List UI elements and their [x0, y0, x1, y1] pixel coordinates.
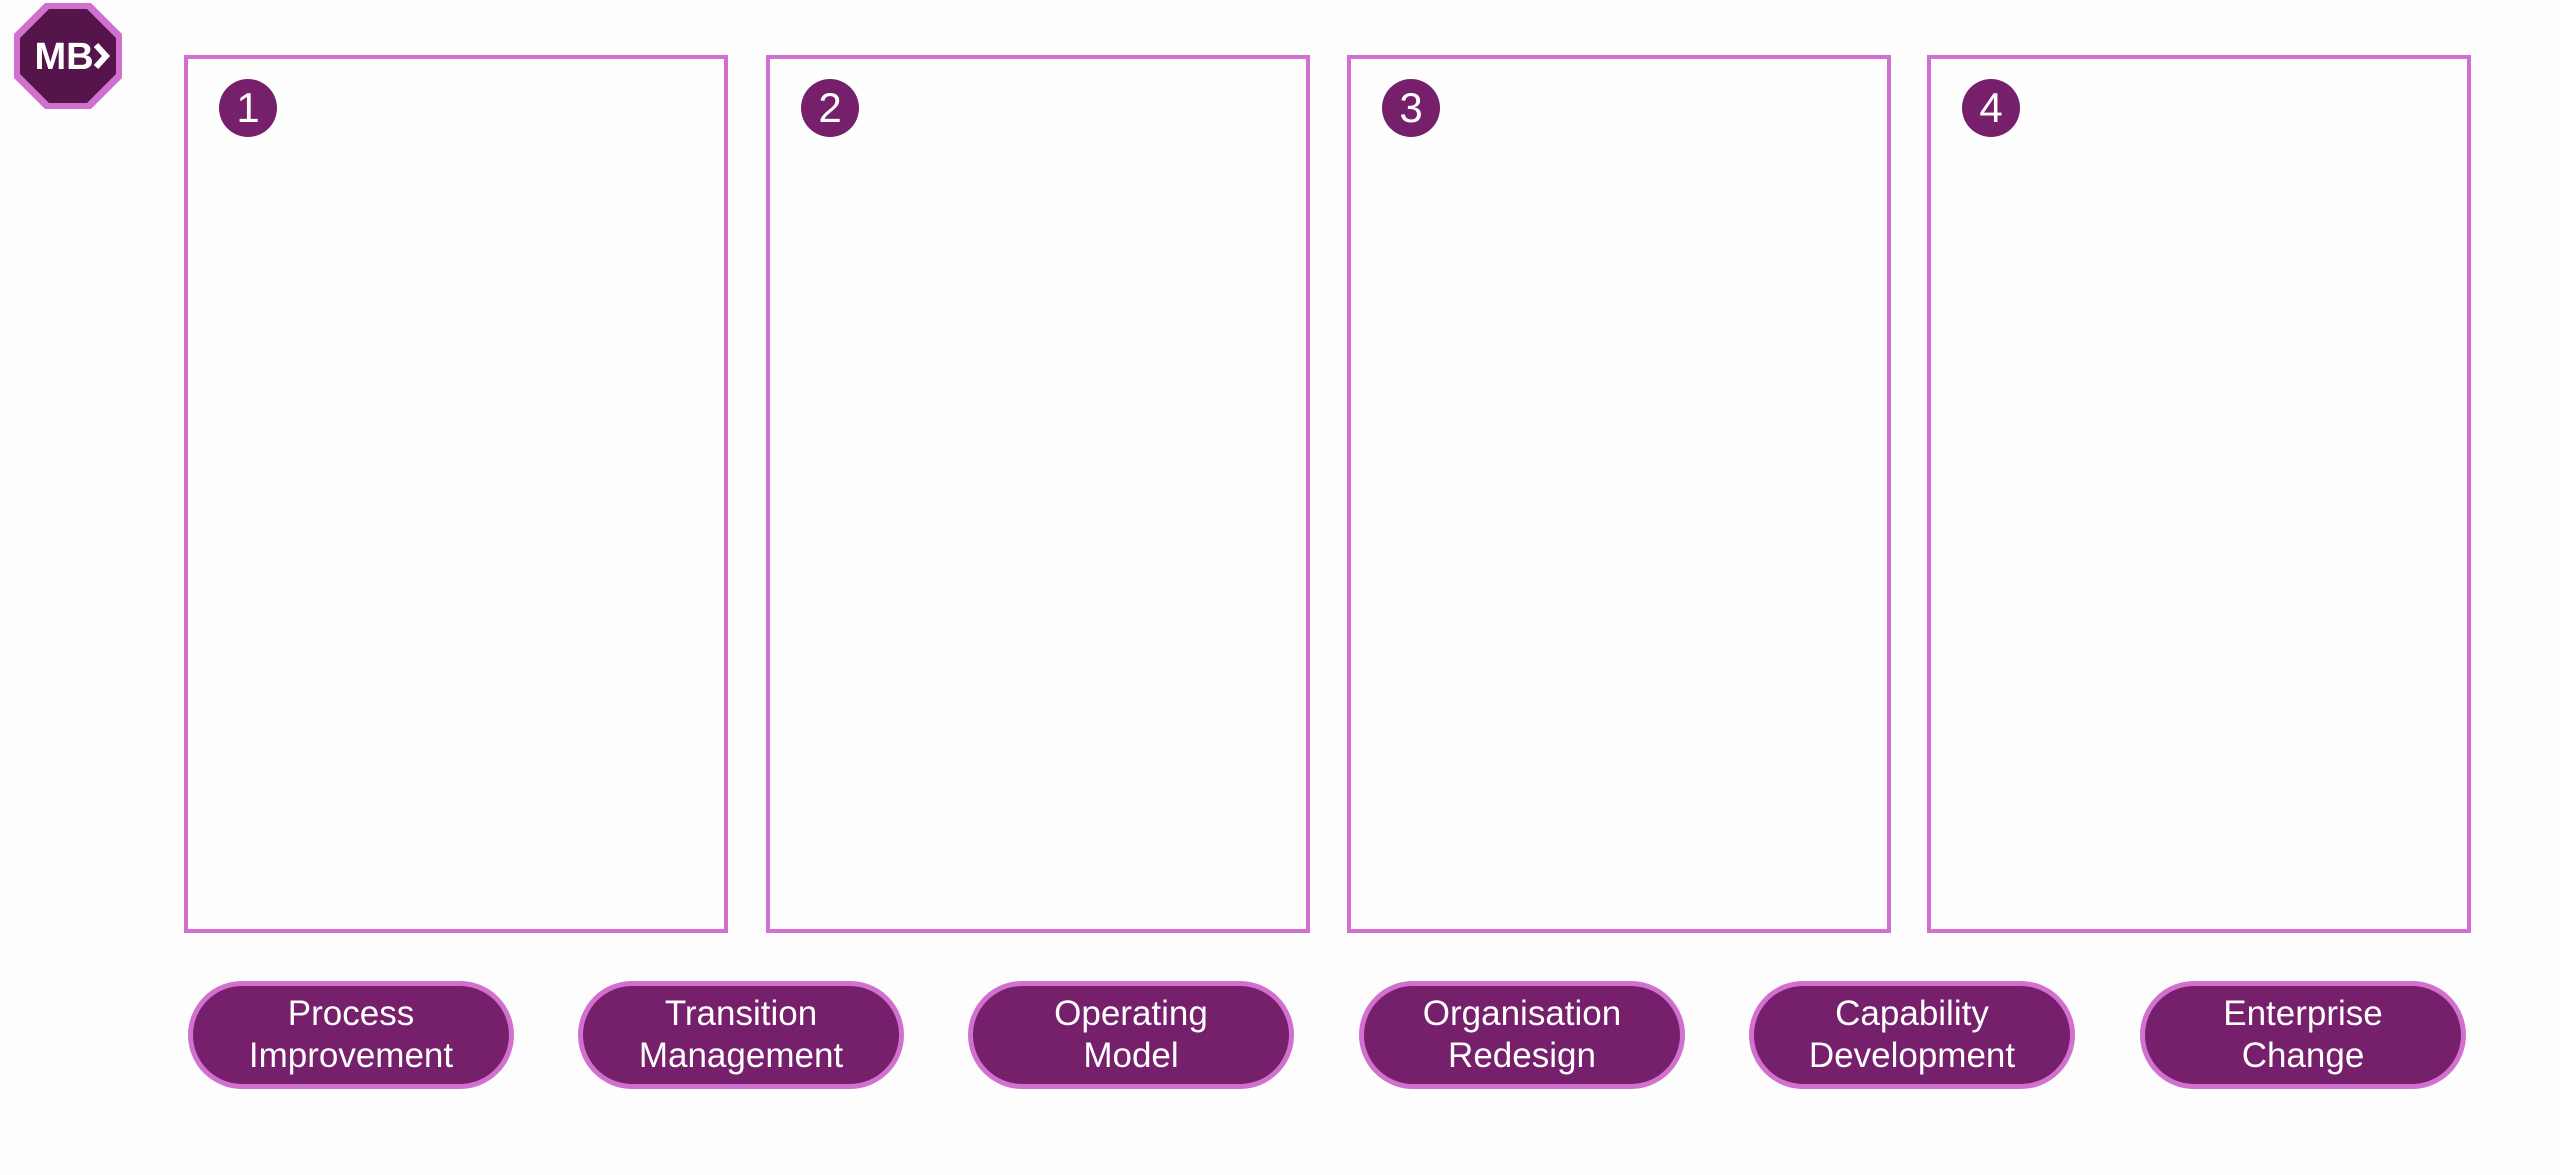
pill-label-line2: Redesign	[1448, 1036, 1596, 1075]
card-4: 4	[1927, 55, 2471, 933]
pill-enterprise-change[interactable]: Enterprise Change	[2140, 981, 2466, 1089]
svg-text:MB: MB	[34, 36, 93, 78]
pill-label-line1: Enterprise	[2223, 994, 2383, 1033]
card-1: 1	[184, 55, 728, 933]
pill-label-line1: Organisation	[1422, 994, 1622, 1033]
pill-label-line2: Improvement	[248, 1036, 454, 1075]
pill-label-line1: Operating	[1054, 994, 1208, 1033]
pill-organisation-redesign[interactable]: Organisation Redesign	[1359, 981, 1685, 1089]
card-2: 2	[766, 55, 1310, 933]
pill-capability-development[interactable]: Capability Development	[1749, 981, 2075, 1089]
number-badge: 3	[1382, 79, 1440, 137]
pill-label-line2: Management	[638, 1036, 844, 1075]
number-badge: 1	[219, 79, 277, 137]
number-badge: 4	[1962, 79, 2020, 137]
pill-label-line2: Model	[1083, 1036, 1179, 1075]
pill-operating-model[interactable]: Operating Model	[968, 981, 1294, 1089]
pill-transition-management[interactable]: Transition Management	[578, 981, 904, 1089]
pill-process-improvement[interactable]: Process Improvement	[188, 981, 514, 1089]
mb-logo: MB	[14, 3, 122, 109]
card-3: 3	[1347, 55, 1891, 933]
pill-label-line1: Transition	[664, 994, 818, 1033]
number-badge: 2	[801, 79, 859, 137]
pill-label-line2: Change	[2241, 1036, 2365, 1075]
pill-label-line1: Capability	[1835, 994, 1989, 1033]
pill-label-line2: Development	[1808, 1036, 2016, 1075]
pill-label-line1: Process	[287, 994, 415, 1033]
